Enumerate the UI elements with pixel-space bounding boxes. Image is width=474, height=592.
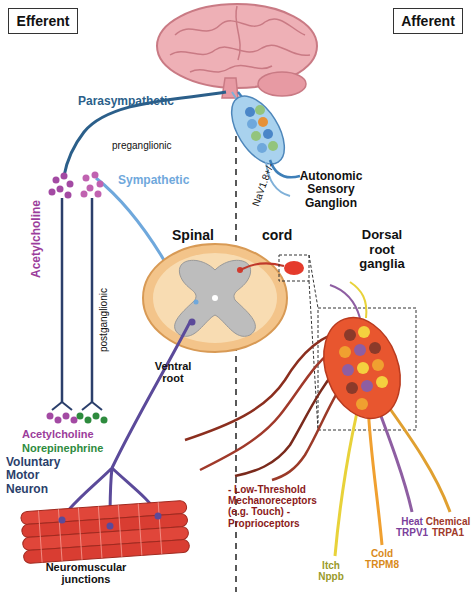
postganglionic-fiber [91,198,94,402]
spinal-cord [143,244,287,352]
heading-text: Efferent [17,13,70,29]
parasympathetic-fiber [64,92,226,176]
pathway-label: Parasympathetic [78,95,174,108]
structure-label: Ventral root [150,360,196,385]
fiber-label: preganglionic [112,140,172,151]
junction-dots [59,513,162,530]
receptor-label: Itch Nppb [312,560,350,582]
pathway-label: Sympathetic [118,174,189,187]
sensory-fibers [185,282,450,556]
heading-text: Afferent [401,13,455,29]
receptor-label: Chemical TRPA1 [423,516,473,538]
structure-label: Autonomic Sensory Ganglion [290,170,372,210]
heading-box: Efferent [8,8,78,34]
marker-label: NaV1.8+/- [250,161,276,207]
motor-neuron [62,322,190,524]
receptor-label: Cold TRPM8 [360,548,404,570]
fiber-label: postganglionic [98,288,109,352]
transmitter-label: Norepinephrine [22,442,103,454]
structure-label: Dorsal root ganglia [352,228,412,272]
heading-box: Afferent [393,8,463,34]
receptor-label: - Low-Threshold Mechanoreceptors (e.g. T… [228,484,328,529]
neuron-label: Voluntary Motor Neuron [6,456,68,496]
vesicles [49,172,104,199]
terminal [52,402,102,410]
transmitter-dots [47,413,108,424]
transmitter-label: Acetylcholine [30,200,43,278]
postganglionic-fiber [61,198,64,402]
structure-label: Spinal cord [172,228,292,244]
transmitter-label: Acetylcholine [22,428,94,440]
muscle [21,500,190,563]
structure-label: Neuromuscular junctions [38,561,134,586]
dorsal-root-ganglion [279,255,416,430]
brain [157,4,317,98]
